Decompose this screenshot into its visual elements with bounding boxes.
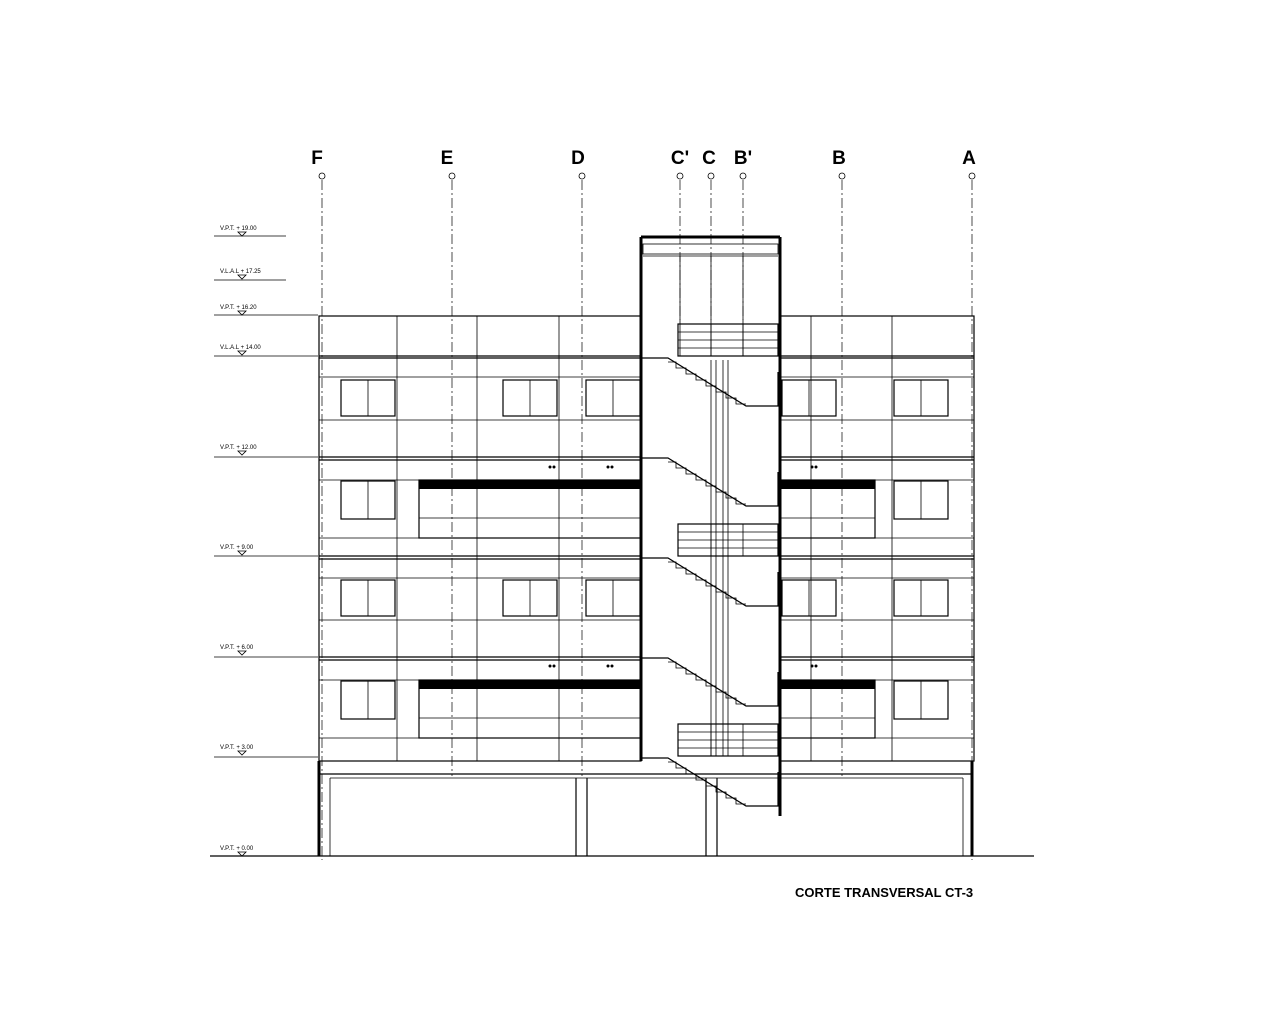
axis-label-c-prime: C' bbox=[671, 148, 689, 169]
svg-text:V.P.T. + 0.00: V.P.T. + 0.00 bbox=[220, 846, 254, 852]
svg-text:V.P.T. + 3.00: V.P.T. + 3.00 bbox=[220, 745, 254, 751]
axis-label-b-prime: B' bbox=[734, 148, 752, 169]
axis-label-b: B bbox=[832, 148, 846, 169]
svg-text:V.P.T. + 9.00: V.P.T. + 9.00 bbox=[220, 545, 254, 551]
level-marker: V.P.T. + 16.20 bbox=[214, 305, 318, 316]
level-marker: V.P.T. + 12.00 bbox=[214, 445, 318, 458]
axis-label-f: F bbox=[311, 148, 323, 169]
svg-text:V.L.A.L + 17.25: V.L.A.L + 17.25 bbox=[220, 269, 261, 275]
svg-text:V.P.T. + 16.20: V.P.T. + 16.20 bbox=[220, 305, 257, 311]
axis-label-c: C bbox=[702, 148, 716, 169]
svg-text:V.P.T. + 12.00: V.P.T. + 12.00 bbox=[220, 445, 257, 451]
svg-text:V.L.A.L + 14.00: V.L.A.L + 14.00 bbox=[220, 345, 261, 351]
level-marker: V.P.T. + 0.00 bbox=[220, 846, 254, 857]
axis-labels: F E D C' C B' B A bbox=[311, 148, 976, 169]
axis-lines bbox=[321, 180, 973, 860]
level-marker: V.P.T. + 6.00 bbox=[214, 645, 318, 658]
level-marker: V.P.T. + 19.00 bbox=[214, 226, 286, 237]
svg-text:V.P.T. + 6.00: V.P.T. + 6.00 bbox=[220, 645, 254, 651]
drawing-title: CORTE TRANSVERSAL CT-3 bbox=[795, 885, 973, 900]
svg-text:V.P.T. + 19.00: V.P.T. + 19.00 bbox=[220, 226, 257, 232]
axis-markers bbox=[318, 172, 976, 180]
level-marker: V.L.A.L + 14.00 bbox=[214, 345, 318, 357]
detail-marks bbox=[548, 465, 818, 668]
axis-label-a: A bbox=[962, 148, 976, 169]
level-marker: V.P.T. + 9.00 bbox=[214, 545, 318, 557]
stair-core bbox=[639, 235, 782, 816]
level-marker: V.L.A.L + 17.25 bbox=[214, 269, 286, 281]
level-markers: V.P.T. + 19.00 V.L.A.L + 17.25 V.P.T. + … bbox=[214, 226, 318, 857]
building bbox=[210, 315, 1034, 857]
level-marker: V.P.T. + 3.00 bbox=[214, 745, 318, 758]
axis-label-e: E bbox=[441, 148, 454, 169]
axis-label-d: D bbox=[571, 148, 585, 169]
